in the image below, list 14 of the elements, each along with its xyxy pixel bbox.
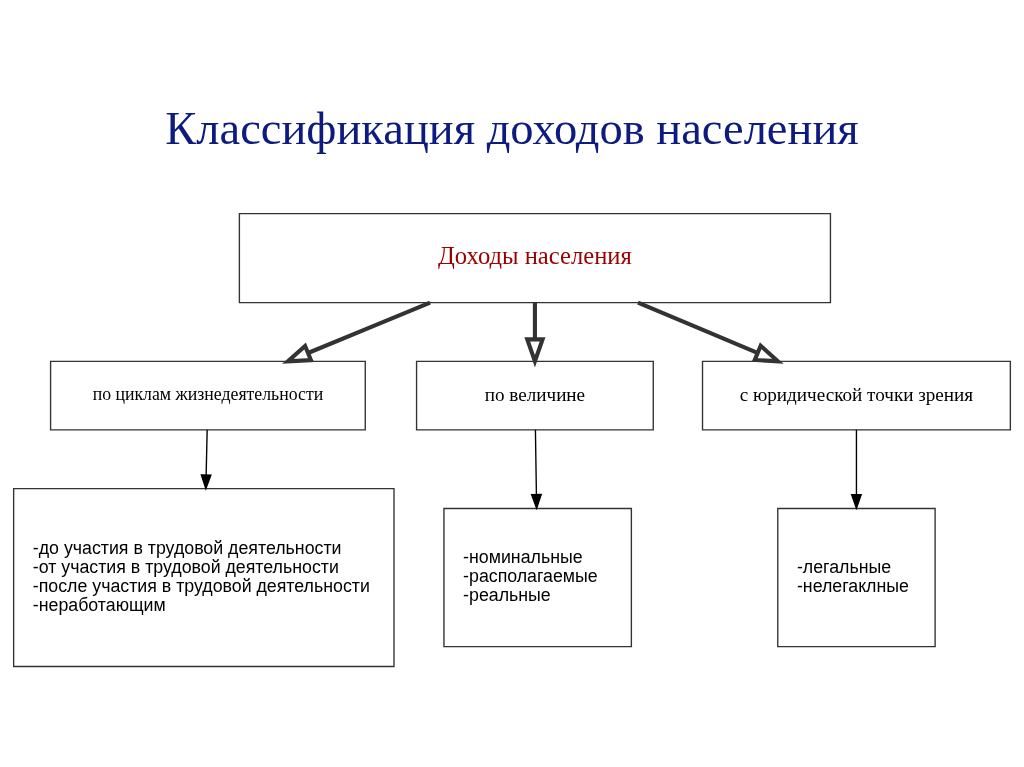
node-box: -до участия в трудовой деятельности -от участия в трудовой деятельности -после участия в трудовой деятельности -неработающим bbox=[12, 487, 395, 667]
node-box: по величине bbox=[415, 360, 654, 430]
arrow bbox=[850, 428, 863, 510]
node-box: Доходы населения bbox=[238, 212, 832, 303]
diagram-title: Классификация доходов населения bbox=[165, 102, 859, 154]
arrow bbox=[637, 300, 784, 364]
arrow bbox=[200, 428, 212, 491]
node-box: по циклам жизнедеятельности bbox=[49, 360, 366, 430]
arrow bbox=[530, 428, 543, 510]
node-box: -номинальные -располагаемые -реальные bbox=[443, 507, 633, 647]
node-box: с юридической точки зрения bbox=[701, 360, 1012, 430]
arrow bbox=[524, 302, 546, 367]
node-box: -легальные -нелегаклные bbox=[777, 507, 936, 647]
arrow bbox=[282, 300, 431, 364]
